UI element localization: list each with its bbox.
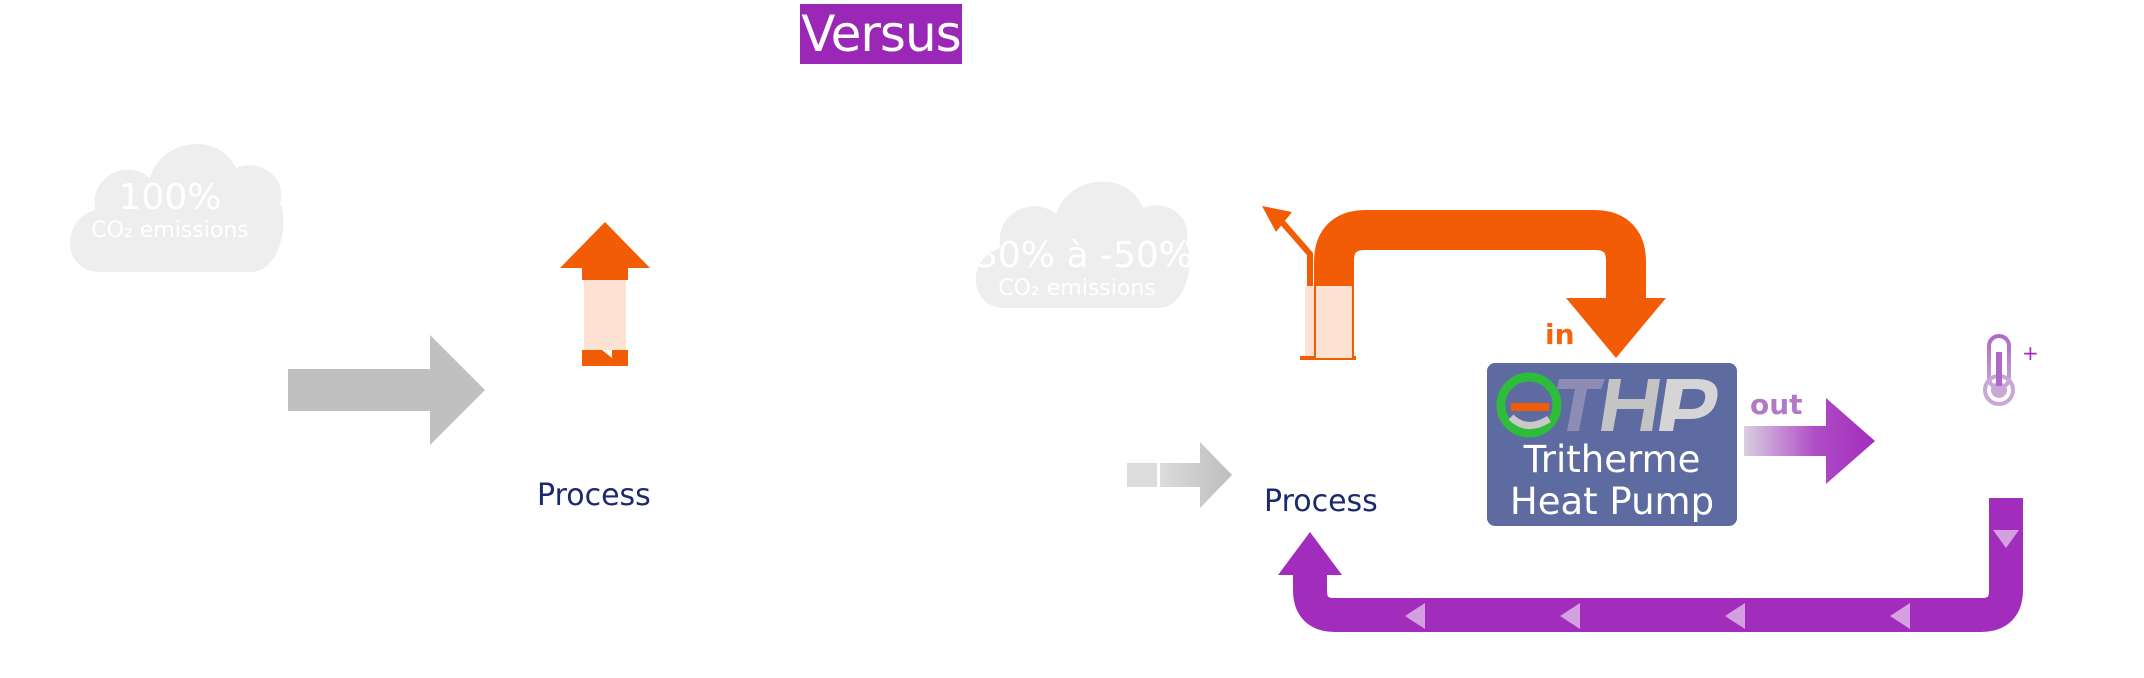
purple-arrow-icon	[1278, 498, 2023, 632]
left-cloud-value: 100%	[118, 177, 222, 218]
grey-arrow-icon	[1127, 442, 1232, 508]
svg-text:+: +	[2022, 341, 2039, 365]
orange-arrow-icon	[1314, 210, 1666, 358]
out-label: out	[1750, 388, 1803, 421]
grey-arrow-icon	[288, 335, 485, 445]
in-label: in	[1545, 318, 1575, 351]
right-cloud-caption: CO₂ emissions	[998, 276, 1156, 301]
heat-pump-name: Tritherme Heat Pump	[1487, 439, 1737, 523]
purple-arrow-icon	[1744, 398, 1875, 484]
cloud-icon	[70, 144, 284, 272]
heat-pump-box: Tritherme Heat Pump	[1487, 363, 1737, 526]
heat-pump-line2: Heat Pump	[1509, 480, 1715, 523]
left-cloud-caption: CO₂ emissions	[91, 218, 249, 243]
left-cloud-text: 100% CO₂ emissions	[60, 178, 280, 244]
cloud-icon	[975, 181, 1190, 308]
versus-badge: Versus	[800, 4, 962, 64]
orange-arrow-icon	[560, 222, 650, 366]
heat-pump-line1: Tritherme	[1523, 438, 1701, 481]
thermometer-plus-icon: +	[1983, 334, 2039, 406]
left-process-label: Process	[537, 478, 651, 513]
right-cloud-text: -30% à -50% CO₂ emissions	[962, 235, 1193, 302]
right-cloud-value: -30% à -50%	[962, 235, 1193, 276]
right-process-label: Process	[1264, 484, 1378, 519]
ethp-logo	[1496, 372, 1718, 438]
